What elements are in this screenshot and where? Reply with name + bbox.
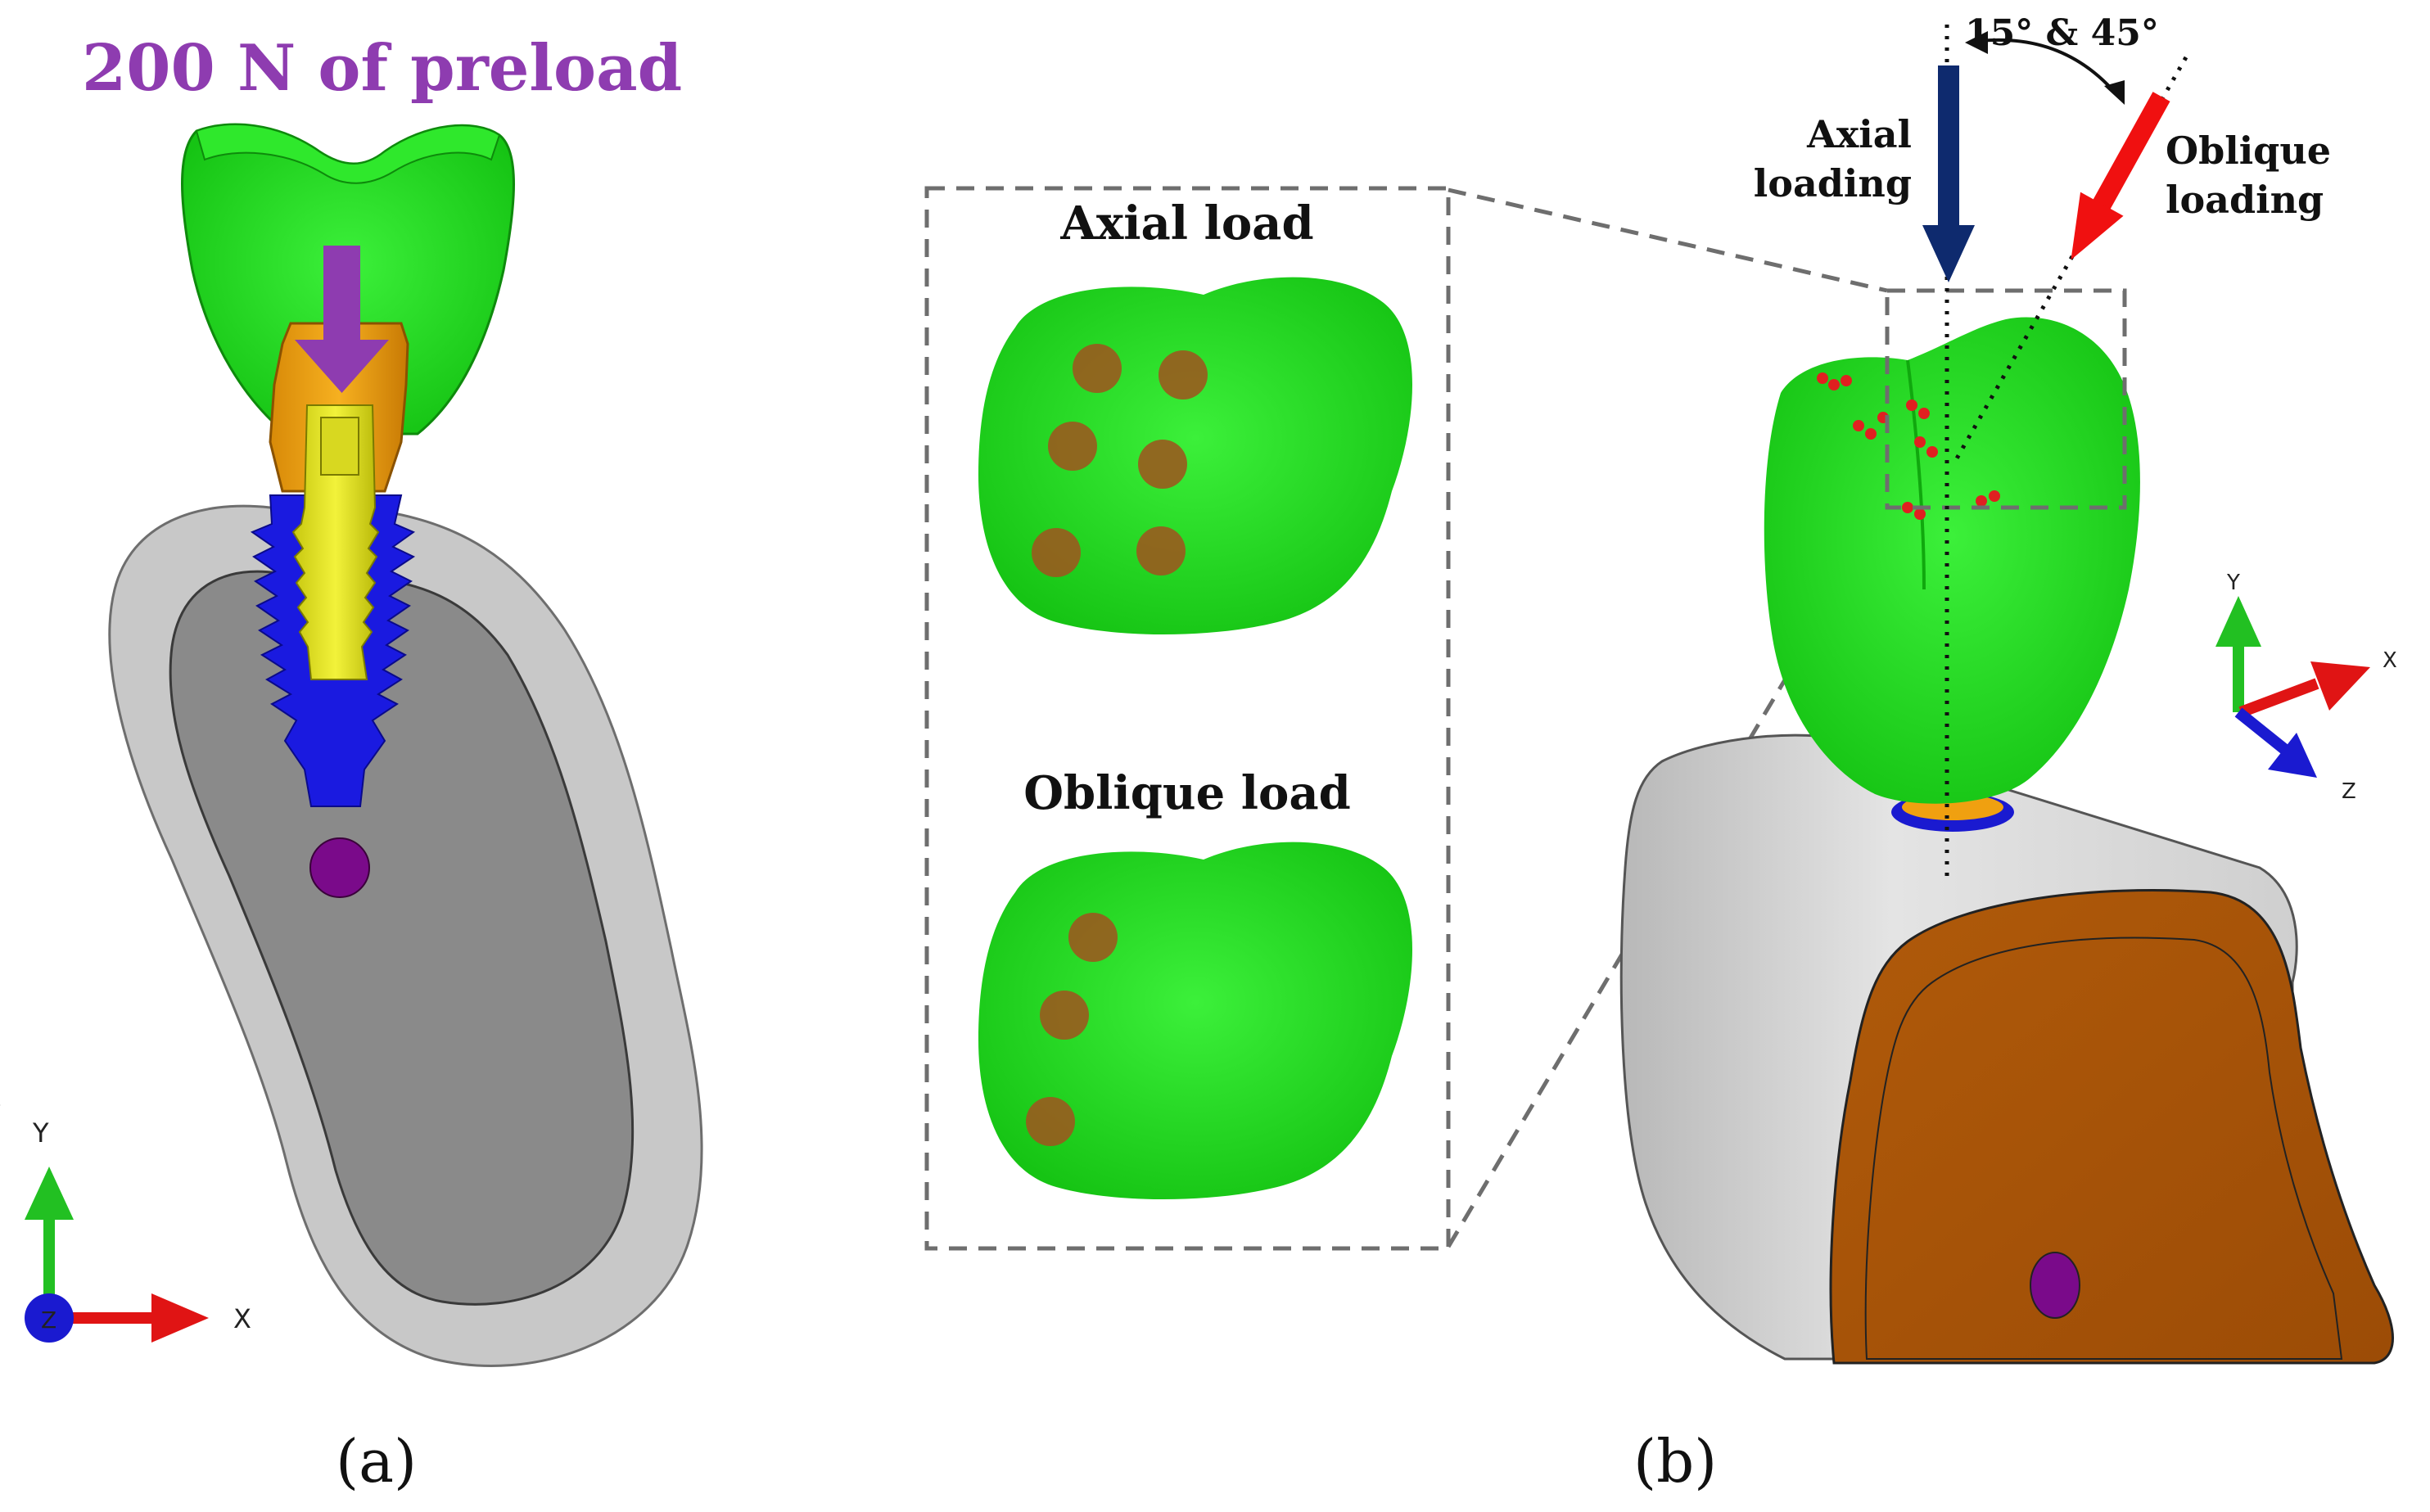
triad-b-z-shaft: [2234, 707, 2288, 754]
inset-oblique-title: Oblique load: [1023, 766, 1351, 820]
contact-point: [1040, 991, 1089, 1040]
crown-3d: [1764, 317, 2140, 804]
contact-point: [1073, 344, 1122, 393]
contact-mark: [1914, 436, 1926, 448]
triad-b-x-arrowhead: [2310, 661, 2370, 711]
contact-mark: [1976, 495, 1987, 507]
z-axis-dot: [25, 1293, 74, 1343]
axial-load-arrow: [1922, 65, 1975, 282]
inset-axial-title: Axial load: [1059, 196, 1313, 250]
triad-b-y-arrowhead: [2215, 596, 2261, 647]
triad-b-x-label: X: [2383, 648, 2397, 673]
zoom-line-top: [1448, 187, 1888, 293]
contact-mark: [1853, 420, 1864, 431]
contact-mark: [1918, 408, 1930, 419]
y-axis-shaft: [43, 1216, 55, 1314]
occlusal-surface-axial: [978, 277, 1412, 634]
crown-zoom-box: [1885, 288, 2127, 510]
contact-point: [1026, 1097, 1075, 1146]
fixation-point: [309, 837, 370, 898]
contact-point: [1032, 528, 1081, 577]
oblique-arrow-head: [2071, 192, 2124, 260]
bone-section-face: [1829, 889, 2394, 1365]
contact-mark: [1841, 375, 1852, 386]
contact-mark: [1828, 379, 1840, 390]
oblique-loading-line2: loading: [2166, 178, 2324, 222]
preload-arrow: [295, 246, 389, 393]
contact-mark: [1989, 490, 2000, 502]
contact-point: [1136, 526, 1186, 575]
caption-a: (a): [336, 1427, 417, 1496]
panel-b: Axial load Oblique load: [924, 12, 2397, 1496]
angle-arc: [1979, 38, 2118, 96]
axis-triad-b: Y X Z: [2215, 571, 2397, 804]
axis-y-label: Y: [32, 1117, 49, 1149]
triad-b-y-label: Y: [2226, 571, 2240, 595]
axis-triad-a: Y X Z: [0, 1104, 251, 1343]
inset-box: [924, 186, 1451, 1251]
contact-mark: [1865, 428, 1877, 440]
axial-loading-line1: Axial: [1806, 112, 1912, 156]
cancellous-bone: [169, 570, 635, 1306]
contact-mark: [1817, 372, 1828, 384]
angle-arc-arrowhead-right: [2104, 80, 2125, 105]
triad-b-z-label: Z: [2342, 779, 2356, 804]
screw-head-recess: [320, 417, 359, 476]
contact-point: [1048, 422, 1097, 471]
triad-b-x-shaft: [2238, 678, 2319, 718]
contact-point: [1138, 440, 1187, 489]
axial-loading-line2: loading: [1754, 161, 1912, 205]
axis-x-label: X: [233, 1303, 251, 1334]
contact-mark: [1926, 446, 1938, 458]
crown-top-edge: [195, 124, 501, 184]
contact-point: [1159, 350, 1208, 399]
x-axis-shaft: [57, 1312, 156, 1324]
fixation-point-b: [2030, 1252, 2080, 1319]
contact-mark: [1902, 502, 1913, 513]
bone-section-inner-outline: [1864, 937, 2343, 1360]
triad-b-z-arrowhead: [2268, 733, 2317, 778]
oblique-arrow-shaft: [2091, 92, 2170, 213]
axis-z-label: Z: [41, 1307, 56, 1334]
contact-points-axial: [1032, 344, 1208, 577]
contact-point: [1068, 913, 1118, 962]
oblique-load-arrow: [2071, 92, 2170, 260]
angle-arc-arrowhead-left: [1965, 31, 1988, 54]
contact-points-oblique: [1026, 913, 1118, 1146]
y-axis-arrowhead: [25, 1167, 74, 1220]
angle-label: 15° & 45°: [1965, 12, 2159, 54]
panel-a: 200 N of preload Y X Z (a): [0, 31, 703, 1496]
x-axis-arrowhead: [151, 1293, 209, 1343]
contact-mark: [1914, 508, 1926, 520]
contact-mark: [1906, 399, 1917, 411]
caption-b: (b): [1633, 1427, 1717, 1496]
preload-label: 200 N of preload: [82, 31, 682, 106]
triad-b-y-shaft: [2233, 643, 2244, 712]
oblique-loading-line1: Oblique: [2166, 129, 2331, 173]
crown-ridge: [1906, 359, 1926, 590]
